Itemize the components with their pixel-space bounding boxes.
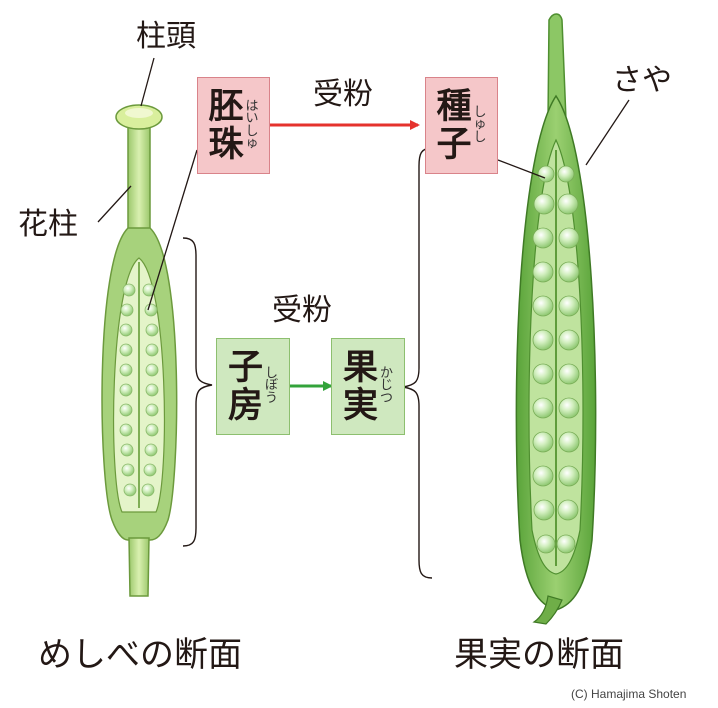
seed-ruby: し bbox=[473, 104, 487, 120]
label-stigma: 柱頭 bbox=[136, 19, 196, 54]
ovary-ruby: う bbox=[265, 390, 279, 406]
ovule-char-1: 胚 bbox=[208, 86, 244, 127]
ovary-ruby: ぼ bbox=[265, 378, 279, 394]
copyright: (C) Hamajima Shoten bbox=[571, 687, 687, 701]
leader-lines bbox=[97, 57, 630, 311]
fruit-char-1: 果 bbox=[342, 347, 378, 388]
ovule-ruby: し bbox=[245, 123, 259, 139]
label-pod: さや bbox=[612, 63, 672, 98]
seed-ruby: ゅ bbox=[473, 117, 487, 133]
ovary-char-2: 房 bbox=[227, 385, 263, 426]
label-fruit-section: 果実の断面 bbox=[454, 635, 624, 675]
box-seed: 種 子 し ゅ し bbox=[425, 77, 498, 174]
label-pollination-mid: 受粉 bbox=[272, 293, 332, 328]
label-style: 花柱 bbox=[18, 207, 78, 242]
seed-char-2: 子 bbox=[436, 124, 472, 165]
pistil-illustration bbox=[101, 104, 178, 597]
ovary-ruby: し bbox=[265, 365, 279, 381]
fruit-ruby: じ bbox=[380, 378, 394, 394]
ovule-ruby: い bbox=[245, 111, 259, 126]
box-fruit: 果 実 か じ つ bbox=[331, 338, 405, 435]
ovule-char-2: 珠 bbox=[208, 124, 244, 165]
ovary-char-1: 子 bbox=[227, 347, 263, 388]
fruit-ruby: か bbox=[380, 365, 394, 381]
fruit-ruby: つ bbox=[380, 390, 394, 406]
fruit-char-2: 実 bbox=[342, 385, 378, 426]
label-pollination-top: 受粉 bbox=[313, 77, 373, 112]
seed-char-1: 種 bbox=[436, 86, 472, 127]
box-ovule: 胚 珠 は い し ゅ bbox=[197, 77, 270, 174]
fruit-illustration bbox=[515, 13, 597, 625]
ovule-ruby: は bbox=[245, 98, 259, 114]
ovule-ruby: ゅ bbox=[245, 136, 259, 151]
box-ovary: 子 房 し ぼ う bbox=[216, 338, 290, 435]
seed-ruby: し bbox=[473, 129, 487, 145]
label-pistil-section: めしべの断面 bbox=[38, 635, 242, 675]
